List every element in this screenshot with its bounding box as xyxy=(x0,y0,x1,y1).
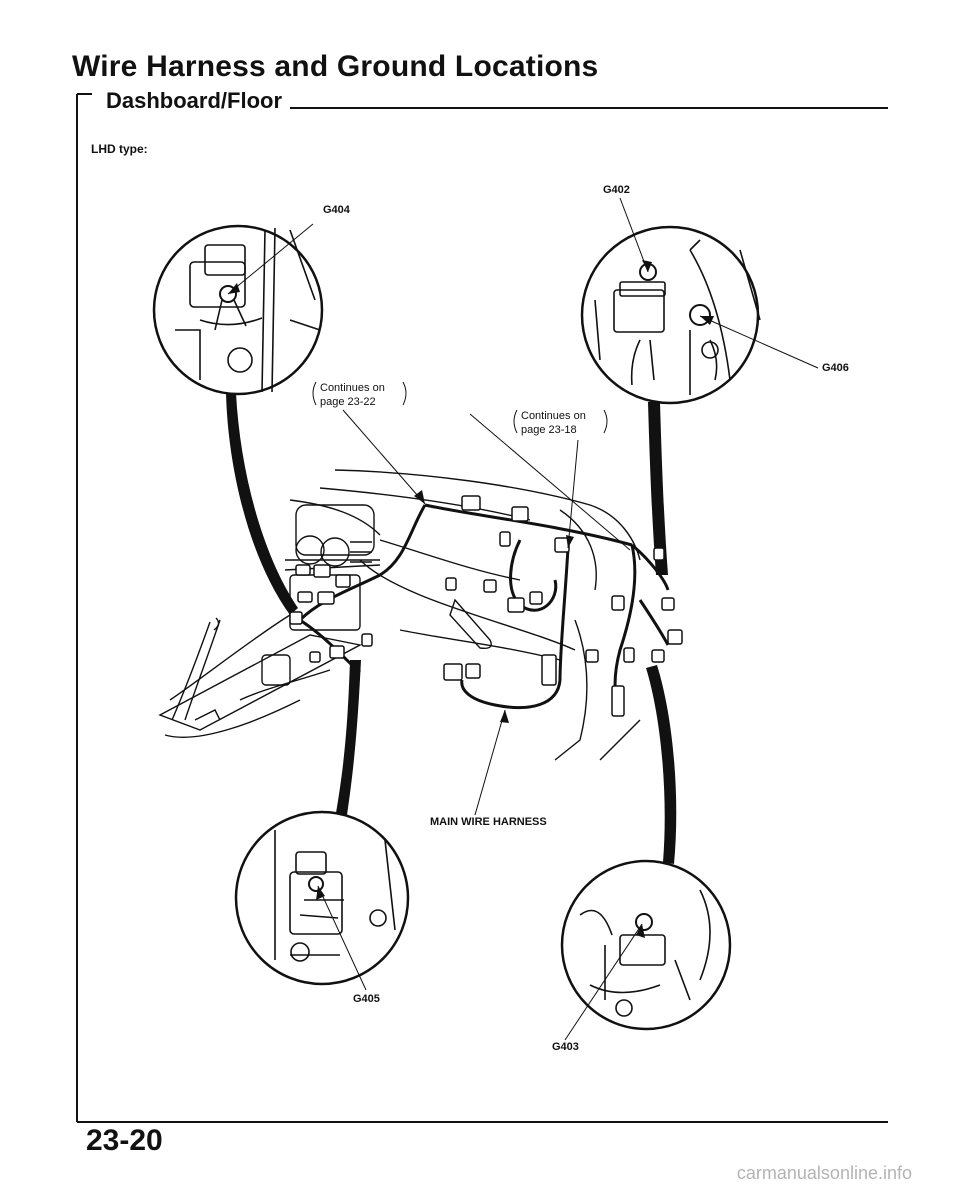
leader-lines xyxy=(227,197,819,1041)
watermark: carmanualsonline.info xyxy=(736,1163,912,1183)
ground-label-g403: G403 xyxy=(552,1041,579,1053)
callout-g402-g406 xyxy=(580,225,761,405)
page-number: 23-20 xyxy=(86,1124,163,1157)
dashboard-outline xyxy=(284,469,641,761)
continues-note-left: Continues on page 23-22 xyxy=(320,381,385,409)
page-title: Wire Harness and Ground Locations xyxy=(72,50,599,83)
console-shifter xyxy=(158,614,363,738)
continues-note-right: Continues on page 23-18 xyxy=(521,409,586,437)
continues-note-right-line1: Continues on xyxy=(521,410,586,422)
callout-g403 xyxy=(560,859,732,1031)
continues-note-left-line2: page 23-22 xyxy=(320,396,376,408)
harness-connectors xyxy=(289,495,683,717)
continues-note-right-line2: page 23-18 xyxy=(521,424,577,436)
page-frame xyxy=(76,93,888,1123)
leader-arrowheads xyxy=(228,260,714,938)
main-wire-harness-label: MAIN WIRE HARNESS xyxy=(428,816,549,828)
callout-g405 xyxy=(234,810,410,986)
ground-label-g402: G402 xyxy=(603,184,630,196)
continues-note-left-line1: Continues on xyxy=(320,382,385,394)
variant-label: LHD type: xyxy=(91,142,148,156)
callout-g404 xyxy=(152,224,324,396)
section-subtitle: Dashboard/Floor xyxy=(98,88,291,114)
ground-label-g405: G405 xyxy=(353,993,380,1005)
continues-brackets xyxy=(312,381,608,434)
ground-label-g406: G406 xyxy=(822,362,849,374)
connector-bands xyxy=(226,393,677,864)
ground-label-g404: G404 xyxy=(323,204,350,216)
